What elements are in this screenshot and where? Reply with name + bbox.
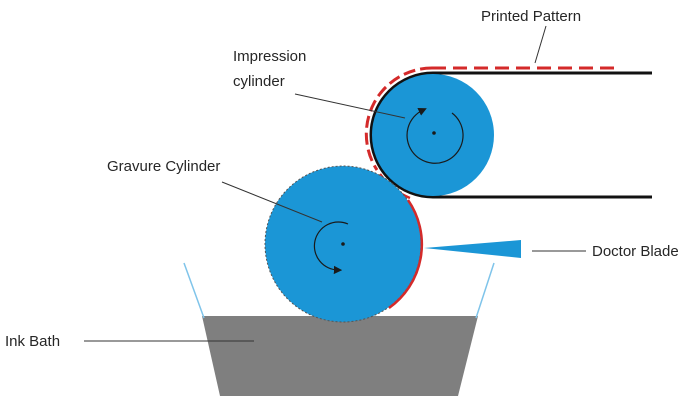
ink-splash-right xyxy=(475,262,495,319)
impression-cylinder xyxy=(372,74,494,196)
substrate-web xyxy=(369,71,652,199)
label-gravure-cylinder: Gravure Cylinder xyxy=(107,158,220,175)
leader-gravure-cylinder xyxy=(221,181,323,223)
printed-pattern-arc xyxy=(364,66,433,171)
ink-splash-left xyxy=(183,262,205,319)
label-impression-line1: Impression xyxy=(233,48,306,65)
leader-impression-cylinder xyxy=(294,93,406,119)
gravure-ink-layer xyxy=(388,199,424,310)
label-printed-pattern: Printed Pattern xyxy=(481,8,581,25)
label-doctor-blade: Doctor Blade xyxy=(592,243,679,260)
ink-bath xyxy=(202,316,478,396)
gravure-cylinder-center xyxy=(341,242,345,246)
gravure-rotation-arrow xyxy=(313,221,349,275)
label-impression-line2: cylinder xyxy=(233,73,285,90)
doctor-blade xyxy=(424,240,521,258)
leader-printed-pattern xyxy=(534,25,547,64)
label-ink-bath: Ink Bath xyxy=(5,333,60,350)
impression-cylinder-center xyxy=(432,131,436,135)
impression-rotation-arrow xyxy=(406,108,464,164)
